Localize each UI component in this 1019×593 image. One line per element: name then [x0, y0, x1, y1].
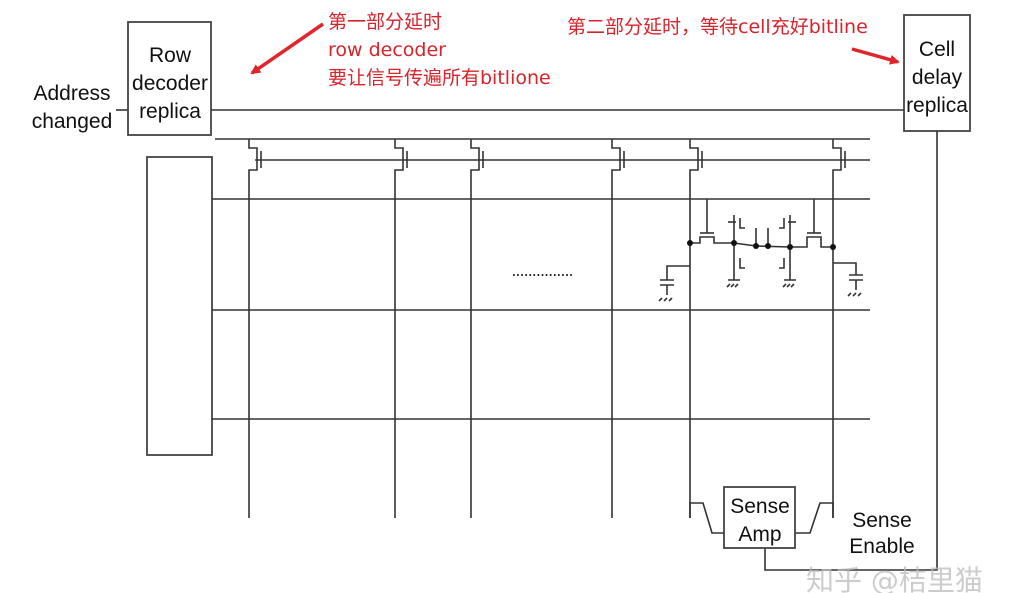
- bitline-to-sense-amp: [689, 502, 724, 534]
- cell-delay-label-3: replica: [906, 94, 968, 117]
- bitline-4: [611, 139, 621, 518]
- row-decoder-label-1: Row: [149, 44, 192, 67]
- row-decoder-block: [146, 156, 213, 456]
- row-decoder-replica-box: [127, 21, 212, 136]
- bitline-1: [248, 139, 258, 518]
- address-label-line2: changed: [32, 110, 113, 133]
- bitline-columns: [248, 139, 846, 518]
- cell-delay-replica-box: [903, 14, 971, 132]
- arrow-to-cell-delay-icon: [851, 47, 900, 65]
- sense-enable-label-2: Enable: [849, 535, 914, 558]
- bitline-bar-to-sense-amp: [795, 502, 834, 534]
- arrow-to-row-decoder-icon: [250, 22, 324, 75]
- ellipsis: ...............: [511, 261, 572, 280]
- bitline-5: [689, 139, 699, 518]
- sense-enable-label-1: Sense: [852, 509, 912, 532]
- bitline-2: [394, 139, 404, 518]
- bitline-6: [832, 139, 842, 518]
- row-decoder-label-2: decoder: [132, 72, 208, 95]
- row-decoder-label-3: replica: [139, 100, 201, 123]
- annotation-2: 第二部分延时，等待cell充好bitline: [567, 16, 868, 38]
- sense-amp-label-2: Amp: [738, 523, 781, 546]
- annotation-1-line2: row decoder: [328, 39, 446, 61]
- cell-delay-label-1: Cell: [919, 38, 955, 61]
- watermark: 知乎 @桔里猫: [806, 564, 983, 593]
- sram-cell: [658, 199, 863, 302]
- annotation-1-line3: 要让信号传遍所有bitlione: [328, 67, 551, 89]
- bitline-3: [470, 139, 480, 518]
- annotation-1-line1: 第一部分延时: [328, 11, 442, 33]
- sense-enable-wire: [764, 131, 938, 571]
- cell-delay-label-2: delay: [912, 66, 963, 89]
- sense-amp-label-1: Sense: [730, 495, 790, 518]
- sense-amp-box: [723, 486, 796, 549]
- address-label-line1: Address: [33, 82, 110, 105]
